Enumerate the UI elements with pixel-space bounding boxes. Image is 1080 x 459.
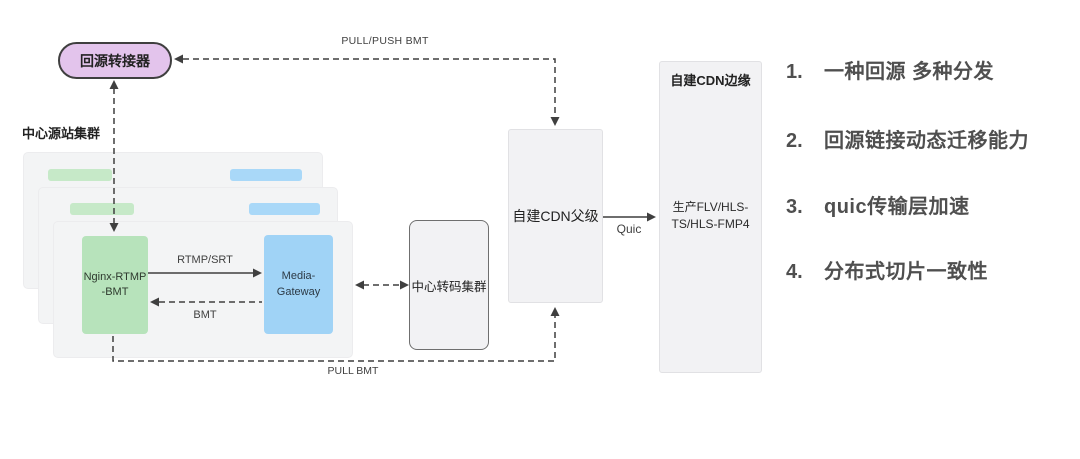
note-item-3: 3. quic传输层加速 — [786, 195, 970, 219]
edge-label-rtmp-srt: RTMP/SRT — [177, 254, 233, 266]
cdn-edge-body-line2: TS/HLS-FMP4 — [671, 217, 750, 232]
arrowhead-up-into-adapter — [109, 80, 119, 89]
arrowhead-into-cdn-parent-bottom — [550, 307, 560, 316]
media-gateway-label-line1: Media- — [281, 270, 316, 283]
arrowhead-into-cdn-parent-top — [550, 117, 560, 126]
blue-bar-1 — [230, 169, 302, 181]
note-number: 3. — [786, 196, 803, 218]
green-bar-2 — [70, 203, 134, 215]
nginx-label-line2: -BMT — [101, 286, 129, 298]
note-number: 2. — [786, 130, 803, 152]
cdn-parent-label: 自建CDN父级 — [512, 208, 599, 224]
note-item-4: 4. 分布式切片一致性 — [786, 260, 988, 284]
arrowhead-into-adapter — [174, 54, 183, 64]
note-number: 4. — [786, 261, 803, 283]
origin-cluster-label: 中心源站集群 — [22, 126, 101, 141]
note-text: 分布式切片一致性 — [824, 261, 988, 283]
transcode-cluster-node: 中心转码集群 — [409, 220, 489, 350]
nginx-label-line1: Nginx-RTMP — [83, 270, 147, 283]
media-gateway-node: Media- Gateway — [264, 235, 333, 334]
note-number: 1. — [786, 61, 803, 83]
cdn-edge-body-line1: 生产FLV/HLS- — [672, 200, 749, 214]
arrowhead-into-cdn-edge — [647, 212, 656, 222]
edge-label-pull-bmt: PULL BMT — [327, 365, 379, 377]
cdn-edge-node: 自建CDN边缘 生产FLV/HLS- TS/HLS-FMP4 — [659, 61, 762, 373]
note-item-1: 1. 一种回源 多种分发 — [786, 60, 994, 84]
edge-label-bmt: BMT — [193, 309, 217, 321]
note-text: 回源链接动态迁移能力 — [824, 130, 1029, 152]
cdn-parent-node: 自建CDN父级 — [508, 129, 603, 303]
edge-label-pull-push-bmt: PULL/PUSH BMT — [341, 35, 429, 47]
arrowhead-into-transcode — [400, 280, 409, 290]
green-bar-1 — [48, 169, 112, 181]
nginx-rtmp-node: Nginx-RTMP -BMT — [82, 236, 148, 334]
cdn-edge-body: 生产FLV/HLS- TS/HLS-FMP4 — [660, 199, 761, 234]
edge-label-quic: Quic — [616, 222, 642, 236]
transcode-label: 中心转码集群 — [411, 279, 487, 294]
media-gateway-label-line2: Gateway — [276, 285, 321, 298]
adapter-label: 回源转接器 — [80, 52, 150, 69]
arrowhead-toward-origin — [355, 280, 364, 290]
note-item-2: 2. 回源链接动态迁移能力 — [786, 129, 1029, 153]
cdn-edge-title: 自建CDN边缘 — [670, 73, 751, 88]
connector-pull-push-bmt — [183, 58, 556, 118]
blue-bar-2 — [249, 203, 320, 215]
adapter-node: 回源转接器 — [58, 42, 172, 79]
note-text: quic传输层加速 — [824, 196, 970, 218]
note-text: 一种回源 多种分发 — [824, 61, 995, 83]
